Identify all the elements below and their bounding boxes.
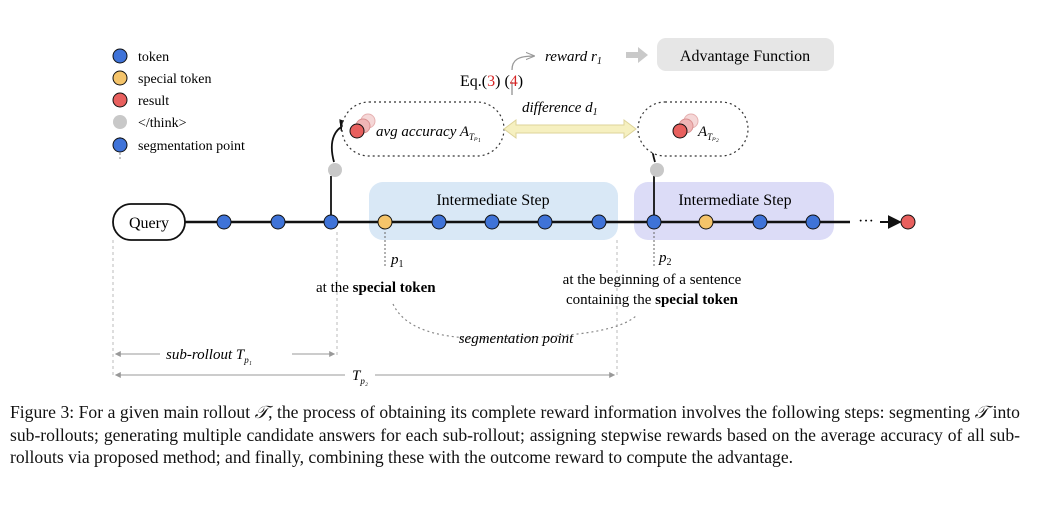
intermediate-step-label-1: Intermediate Step: [436, 192, 549, 209]
legend-think-label: </think>: [138, 116, 187, 131]
special-token-dot: [377, 214, 393, 230]
caption-text-3: into sub-rollouts; generating multiple c…: [10, 402, 1020, 467]
reward-label: reward r1: [545, 49, 602, 67]
beginning-sentence-line1: at the beginning of a sentence: [563, 272, 742, 288]
legend-special-label: special token: [138, 72, 211, 87]
token-dot: [216, 214, 232, 230]
query-node: [112, 203, 186, 241]
sub-rollout-label: sub-rollout Tp₁: [166, 347, 252, 365]
legend-result-label: result: [138, 94, 169, 109]
caption-text-2: , the process of obtaining its complete …: [268, 402, 975, 422]
caption-symbol-1: 𝒯: [254, 403, 269, 423]
result-dot: [672, 123, 688, 139]
token-dot: [431, 214, 447, 230]
segmentation-point-dot: [646, 214, 662, 230]
token-sequence: [216, 214, 821, 230]
legend-special-dot: [112, 70, 128, 86]
figure-diagram: token special token result </think> segm…: [112, 38, 916, 386]
token-dot: [591, 214, 607, 230]
think-dot-2: [650, 163, 664, 177]
result-dot: [349, 123, 365, 139]
legend-token-label: token: [138, 50, 169, 65]
accuracy-label-2: ATₚ₂: [697, 124, 719, 142]
token-dot: [537, 214, 553, 230]
intermediate-step-box-2: [634, 182, 834, 240]
T2-label: Tp₂: [352, 368, 368, 386]
difference-label: difference d1: [522, 100, 598, 118]
p2-label: p2: [658, 250, 672, 268]
token-dot: [270, 214, 286, 230]
token-dot: [484, 214, 500, 230]
at-special-token-label: at the special token: [316, 280, 436, 296]
token-dot: [752, 214, 768, 230]
caption-text-1: For a given main rollout: [78, 402, 255, 422]
legend-seg-dot: [112, 137, 128, 153]
legend-result-dot: [112, 92, 128, 108]
difference-arrow: [503, 119, 637, 139]
to-advantage-arrow: [626, 47, 648, 63]
avg-accuracy-label: avg accuracy ATₚ₁: [376, 124, 481, 142]
intermediate-step-label-2: Intermediate Step: [678, 192, 791, 209]
legend: token special token result </think> segm…: [112, 48, 245, 160]
figure-caption: Figure 3: For a given main rollout 𝒯, th…: [10, 401, 1020, 468]
accuracy-bubble-2: [637, 101, 749, 157]
segmentation-point-dot: [323, 214, 339, 230]
intermediate-step-box-1: [369, 182, 618, 240]
p1-label: p1: [390, 252, 404, 270]
advantage-function-box: [657, 38, 834, 71]
equation-reference: Eq.(3) (4): [460, 73, 523, 90]
ellipsis: ···: [858, 213, 874, 230]
query-label: Query: [129, 215, 169, 232]
caption-figure-label: Figure 3:: [10, 402, 79, 422]
advantage-function-label: Advantage Function: [680, 48, 810, 65]
caption-symbol-2: 𝒯: [974, 403, 989, 423]
special-token-dot: [698, 214, 714, 230]
legend-token-dot: [112, 48, 128, 64]
beginning-sentence-line2: containing the special token: [566, 292, 739, 308]
final-result-dot: [900, 214, 916, 230]
think-dot-1: [328, 163, 342, 177]
legend-think-dot: [113, 115, 127, 129]
eq-to-reward-arrow: [511, 56, 534, 71]
token-dot: [805, 214, 821, 230]
segmentation-point-label: segmentation point: [459, 331, 574, 347]
legend-seg-label: segmentation point: [138, 139, 245, 154]
